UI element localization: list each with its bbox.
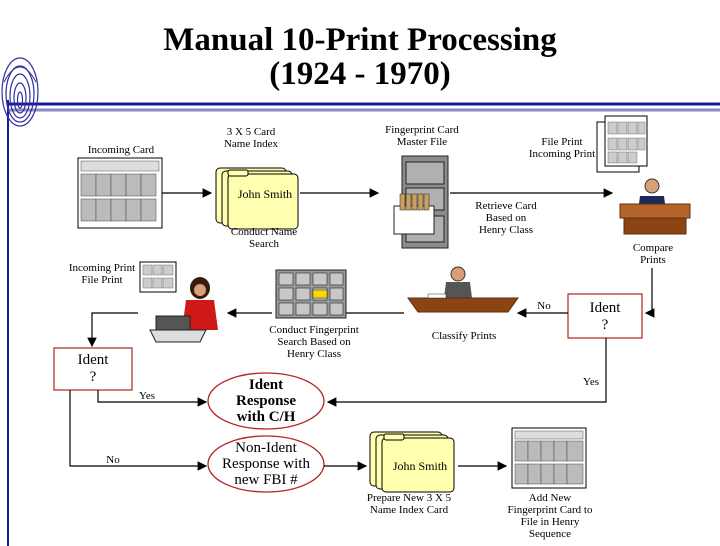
compare-prints-line2: Prints bbox=[640, 254, 666, 266]
prepare-new-label: Prepare New 3 X 5 Name Index Card bbox=[354, 492, 464, 516]
fingerprint-file-cabinets-icon bbox=[275, 269, 347, 319]
retrieve-card-label: Retrieve Card Based on Henry Class bbox=[466, 200, 546, 236]
no-label-left: No bbox=[106, 454, 120, 466]
incoming-card-image bbox=[77, 157, 163, 229]
add-new-line3: File in Henry bbox=[520, 516, 580, 528]
conduct-fp-search-label: Conduct Fingerprint Search Based on Henr… bbox=[254, 324, 374, 360]
add-new-line4: Sequence bbox=[528, 528, 572, 540]
page-subtitle: (1924 - 1970) bbox=[269, 56, 451, 92]
ident-right-line2: ? bbox=[601, 317, 609, 333]
ident-left-line2: ? bbox=[89, 369, 97, 385]
conduct-fp-search-line2: Search Based on bbox=[277, 336, 351, 348]
ident-response-line1: Ident bbox=[248, 377, 284, 393]
ident-left-text: Ident ? bbox=[54, 352, 132, 386]
conduct-name-search-line2: Search bbox=[249, 238, 279, 250]
incoming-file-print-line1: Incoming Print bbox=[68, 262, 136, 274]
non-ident-line1: Non-Ident bbox=[235, 440, 297, 456]
yes-label-left: Yes bbox=[138, 390, 155, 402]
new-index-folder-icon bbox=[369, 431, 455, 493]
add-new-label: Add New Fingerprint Card to File in Henr… bbox=[494, 492, 606, 540]
card-index-label: 3 X 5 Card Name Index bbox=[206, 126, 296, 150]
incoming-card-label: Incoming Card bbox=[87, 144, 155, 156]
file-print-stack-image bbox=[596, 115, 648, 173]
master-file-label-line1: Fingerprint Card bbox=[385, 124, 459, 136]
fingerprint-decoration-icon bbox=[1, 57, 39, 127]
ident-response-text: Ident Response with C/H bbox=[208, 377, 324, 425]
folder-name-2: John Smith bbox=[392, 459, 448, 473]
master-file-label-line2: Master File bbox=[396, 136, 448, 148]
file-incoming-print-line2: Incoming Print bbox=[528, 148, 596, 160]
incoming-print-stack-image bbox=[139, 261, 177, 293]
new-fingerprint-card-image bbox=[511, 427, 587, 489]
conduct-name-search-line1: Conduct Name bbox=[230, 226, 298, 238]
ident-response-line3: with C/H bbox=[236, 409, 296, 425]
non-ident-response-oval bbox=[207, 435, 325, 493]
ident-right-text: Ident ? bbox=[568, 300, 642, 334]
no-label-right: No bbox=[537, 300, 551, 312]
ident-decision-right-box bbox=[567, 293, 643, 339]
retrieve-card-line2: Based on bbox=[485, 212, 527, 224]
file-incoming-print-line1: File Print bbox=[541, 136, 583, 148]
master-file-cabinet-icon bbox=[393, 155, 449, 249]
examiner-at-desk-icon bbox=[619, 178, 691, 235]
add-new-line1: Add New bbox=[528, 492, 572, 504]
prepare-new-line2: Name Index Card bbox=[369, 504, 449, 516]
incoming-file-print-line2: File Print bbox=[81, 274, 123, 286]
retrieve-card-line3: Henry Class bbox=[478, 224, 534, 236]
incoming-file-print-label: Incoming Print File Print bbox=[62, 262, 142, 286]
add-new-line2: Fingerprint Card to bbox=[507, 504, 593, 516]
compare-prints-line1: Compare bbox=[632, 242, 674, 254]
master-file-label: Fingerprint Card Master File bbox=[372, 124, 472, 148]
page-title: Manual 10-Print Processing bbox=[163, 22, 557, 58]
folder-name-1: John Smith bbox=[237, 187, 293, 201]
prepare-new-line1: Prepare New 3 X 5 bbox=[366, 492, 452, 504]
conduct-name-search-label: Conduct Name Search bbox=[214, 226, 314, 250]
conduct-fp-search-line3: Henry Class bbox=[286, 348, 342, 360]
classify-prints-label: Classify Prints bbox=[431, 330, 497, 342]
yes-label-right: Yes bbox=[582, 376, 599, 388]
ident-response-line2: Response bbox=[235, 393, 296, 409]
non-ident-line3: new FBI # bbox=[234, 472, 298, 488]
technician-at-desk-icon bbox=[149, 277, 218, 343]
ident-decision-left-box bbox=[53, 347, 133, 391]
card-index-label-line2: Name Index bbox=[223, 138, 279, 150]
ident-response-oval bbox=[207, 372, 325, 430]
ident-left-line1: Ident bbox=[77, 352, 109, 368]
compare-prints-label: Compare Prints bbox=[620, 242, 686, 266]
retrieve-card-line1: Retrieve Card bbox=[475, 200, 537, 212]
name-index-folder-icon bbox=[215, 167, 299, 230]
ident-right-line1: Ident bbox=[589, 300, 621, 316]
non-ident-line2: Response with bbox=[222, 456, 310, 472]
card-index-label-line1: 3 X 5 Card bbox=[226, 126, 276, 138]
conduct-fp-search-line1: Conduct Fingerprint bbox=[269, 324, 359, 336]
file-incoming-print-label: File Print Incoming Print bbox=[524, 136, 600, 160]
non-ident-response-text: Non-Ident Response with new FBI # bbox=[208, 440, 324, 488]
classifier-at-desk-icon bbox=[407, 266, 519, 313]
